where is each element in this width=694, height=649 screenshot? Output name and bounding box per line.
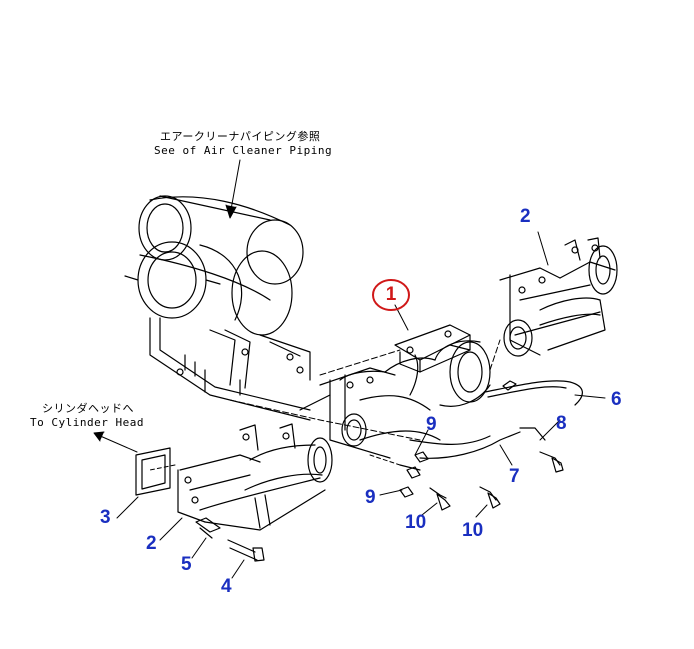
- air-cleaner-body: [124, 195, 311, 421]
- intake-adapter: [394, 324, 491, 407]
- callout-5: 5: [181, 554, 192, 575]
- cylinder-head-note-en: To Cylinder Head: [30, 416, 144, 429]
- bolt-4: [227, 539, 265, 562]
- sensor-harness: [399, 380, 583, 511]
- callout-10-right: 10: [462, 520, 484, 541]
- callout-8: 8: [556, 413, 567, 434]
- callout-6: 6: [611, 389, 622, 410]
- part-1-highlight: [372, 279, 410, 311]
- air-cleaner-note-jp: エアークリーナパイピング参照: [160, 130, 321, 143]
- callout-2-upper: 2: [520, 206, 531, 227]
- leader-lines: [93, 159, 606, 579]
- stud-sleeve: [195, 517, 221, 539]
- manifold-upper-right: [499, 237, 618, 357]
- intake-connector-elbow: [299, 354, 441, 459]
- callout-9-lower: 9: [365, 487, 376, 508]
- cylinder-head-note-jp: シリンダヘッドへ: [42, 402, 134, 415]
- callout-3: 3: [100, 507, 111, 528]
- manifold-lower-left: [177, 423, 333, 531]
- air-cleaner-note-en: See of Air Cleaner Piping: [154, 144, 333, 157]
- callout-2-lower: 2: [146, 533, 157, 554]
- callout-1: 1: [385, 284, 397, 305]
- callout-4: 4: [221, 576, 232, 597]
- gasket: [135, 447, 171, 496]
- callout-10-left: 10: [405, 512, 427, 533]
- callout-7: 7: [509, 466, 520, 487]
- callout-9-upper: 9: [426, 414, 437, 435]
